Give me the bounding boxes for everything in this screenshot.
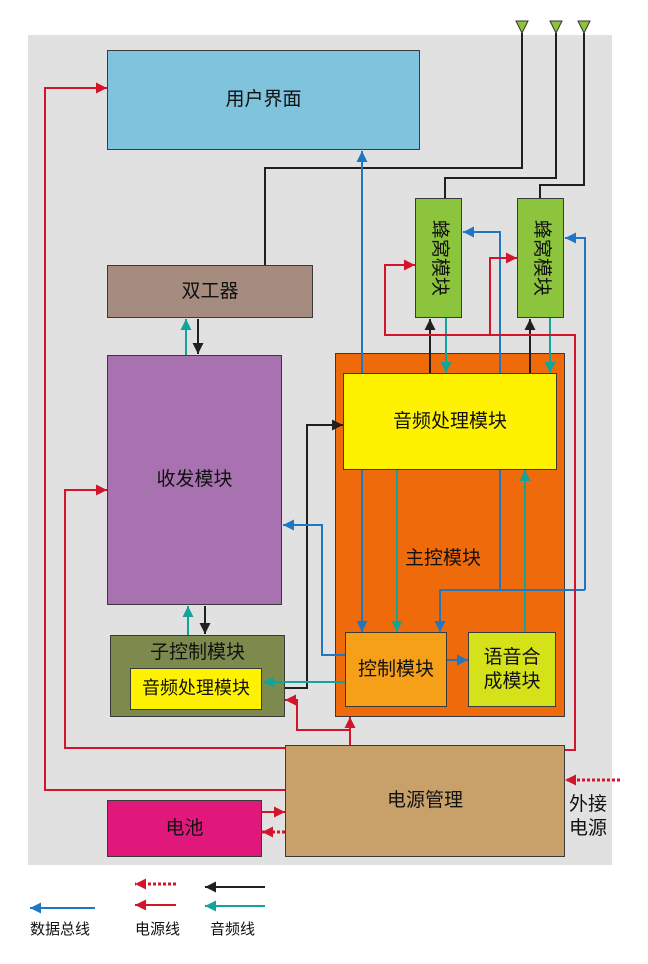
battery-block: 电池 xyxy=(107,800,262,857)
user-interface-block: 用户界面 xyxy=(107,50,420,150)
main-audio-processing-block: 音频处理模块 xyxy=(343,373,557,470)
power-management-label: 电源管理 xyxy=(386,789,463,812)
main-audio-processing-label: 音频处理模块 xyxy=(392,409,507,432)
duplexer-label: 双工器 xyxy=(181,279,239,302)
battery-label: 电池 xyxy=(165,816,204,839)
antenna-icon-3 xyxy=(577,20,591,35)
duplexer-block: 双工器 xyxy=(107,265,313,318)
control-module-block: 控制模块 xyxy=(345,632,447,707)
legend-power-line-label: 电源线 xyxy=(135,920,181,938)
speech-synthesis-block: 语音合成模块 xyxy=(468,632,556,707)
external-power-label: 外接电源 xyxy=(569,793,608,839)
antenna-icon-2 xyxy=(549,20,563,35)
transceiver-module-label: 收发模块 xyxy=(156,468,233,491)
cellular-module-1-block: 蜂窝模块 xyxy=(415,198,462,318)
cellular-module-1-label: 蜂窝模块 xyxy=(428,219,451,297)
power-management-block: 电源管理 xyxy=(285,745,565,857)
transceiver-module-block: 收发模块 xyxy=(107,355,282,605)
sub-audio-processing-label: 音频处理模块 xyxy=(142,677,250,699)
sub-audio-processing-block: 音频处理模块 xyxy=(130,668,262,710)
speech-synthesis-label: 语音合成模块 xyxy=(483,645,541,692)
user-interface-label: 用户界面 xyxy=(225,88,302,111)
legend-audio-line-label: 音频线 xyxy=(210,920,256,938)
antenna-icon-1 xyxy=(515,20,529,35)
legend-data-bus-label: 数据总线 xyxy=(30,920,91,938)
sub-control-module-label: 子控制模块 xyxy=(149,641,245,663)
cellular-module-2-block: 蜂窝模块 xyxy=(517,198,564,318)
main-control-module-label: 主控模块 xyxy=(405,547,482,569)
cellular-module-2-label: 蜂窝模块 xyxy=(530,219,553,297)
control-module-label: 控制模块 xyxy=(357,657,434,680)
